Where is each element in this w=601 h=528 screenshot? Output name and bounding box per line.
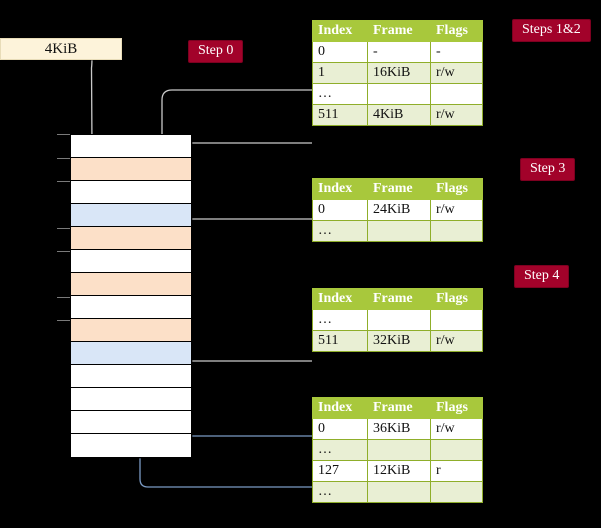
column-header-frame: Frame: [367, 288, 431, 310]
memory-tick: [57, 158, 70, 159]
cell-flags: r/w: [430, 330, 483, 352]
table-row: …: [312, 83, 483, 105]
wire-level1-lookup: [177, 218, 312, 246]
memory-tick: [57, 181, 70, 182]
memory-tick: [57, 134, 70, 135]
cell-index: 511: [312, 330, 368, 352]
cell-index: 0: [312, 41, 368, 63]
wire-level2-lookup: [177, 316, 312, 362]
column-header-flags: Flags: [430, 288, 483, 310]
cell-flags: [430, 481, 483, 503]
cell-index: 127: [312, 460, 368, 482]
column-header-index: Index: [312, 20, 368, 42]
column-header-frame: Frame: [367, 178, 431, 200]
table-row: 0--: [312, 41, 483, 63]
cell-index: …: [312, 439, 368, 461]
cell-index: 511: [312, 104, 368, 126]
cell-index: …: [312, 83, 368, 105]
column-header-flags: Flags: [430, 397, 483, 419]
cell-frame: [367, 220, 431, 242]
cell-flags: r: [430, 460, 483, 482]
memory-frame-row: [71, 342, 191, 365]
cell-flags: [430, 309, 483, 331]
memory-frame-row: [71, 227, 191, 250]
memory-frame-row: [71, 388, 191, 411]
table-row: …: [312, 220, 483, 242]
cell-frame: 4KiB: [367, 104, 431, 126]
column-header-index: Index: [312, 288, 368, 310]
cell-frame: 36KiB: [367, 418, 431, 440]
memory-frame-row: [71, 273, 191, 296]
badge-step3: Step 3: [520, 158, 576, 181]
memory-frame-row: [71, 181, 191, 204]
badge-step4: Step 4: [514, 265, 570, 288]
memory-tick: [57, 320, 70, 321]
cell-index: 0: [312, 199, 368, 221]
cell-frame: 12KiB: [367, 460, 431, 482]
cell-frame: -: [367, 41, 431, 63]
memory-tick: [57, 297, 70, 298]
column-header-frame: Frame: [367, 20, 431, 42]
cell-flags: r/w: [430, 104, 483, 126]
cell-index: …: [312, 220, 368, 242]
badge-step0: Step 0: [188, 40, 244, 63]
column-header-flags: Flags: [430, 178, 483, 200]
memory-tick: [57, 251, 70, 252]
memory-frame-row: [71, 250, 191, 273]
memory-frame-row: [71, 158, 191, 181]
column-header-flags: Flags: [430, 20, 483, 42]
memory-frame-row: [71, 296, 191, 319]
cell-flags: r/w: [430, 418, 483, 440]
cell-frame: [367, 439, 431, 461]
table-row: …: [312, 439, 483, 461]
column-header-index: Index: [312, 397, 368, 419]
memory-frame-row: [71, 434, 191, 457]
table-row: …: [312, 481, 483, 503]
table-row: …: [312, 309, 483, 331]
badge-step12: Steps 1&2: [512, 19, 591, 42]
cell-index: 0: [312, 418, 368, 440]
cell-flags: -: [430, 41, 483, 63]
virtual-address-box: 4KiB: [0, 38, 122, 60]
cell-flags: r/w: [430, 62, 483, 84]
cell-flags: [430, 439, 483, 461]
memory-frame-row: [71, 319, 191, 342]
memory-frame-row: [71, 204, 191, 227]
memory-frame-row: [71, 411, 191, 434]
cell-index: 1: [312, 62, 368, 84]
cell-index: …: [312, 309, 368, 331]
column-header-frame: Frame: [367, 397, 431, 419]
memory-frame-row: [71, 365, 191, 388]
memory-tick: [57, 228, 70, 229]
cell-frame: 16KiB: [367, 62, 431, 84]
physical-memory-column: [70, 134, 192, 458]
cell-frame: [367, 83, 431, 105]
cell-flags: [430, 220, 483, 242]
cell-frame: 24KiB: [367, 199, 431, 221]
cell-flags: [430, 83, 483, 105]
cell-frame: [367, 309, 431, 331]
cell-flags: r/w: [430, 199, 483, 221]
column-header-index: Index: [312, 178, 368, 200]
cell-frame: [367, 481, 431, 503]
cell-frame: 32KiB: [367, 330, 431, 352]
cell-index: …: [312, 481, 368, 503]
memory-frame-row: [71, 135, 191, 158]
